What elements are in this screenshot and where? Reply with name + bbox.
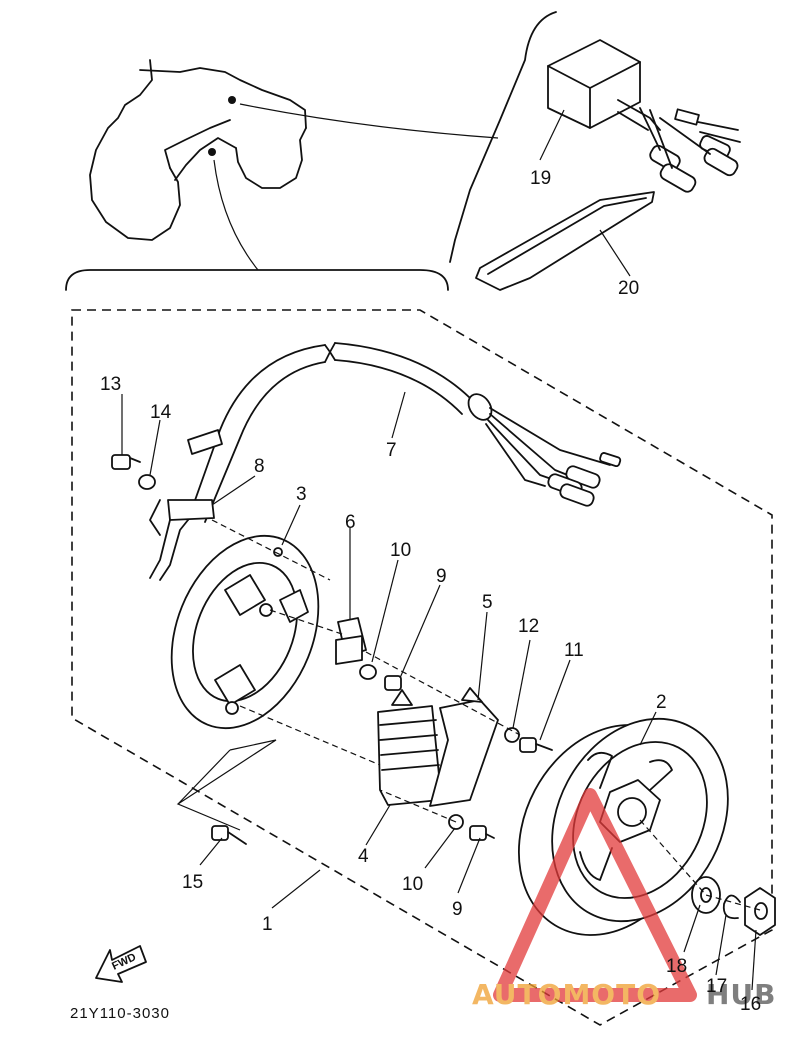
stator-plate — [170, 534, 320, 730]
callout-20: 20 — [618, 278, 639, 299]
callout-2: 2 — [656, 692, 667, 713]
callout-8: 8 — [254, 456, 265, 477]
screw-13 — [111, 454, 141, 470]
nut-16 — [744, 887, 776, 936]
callout-6: 6 — [345, 512, 356, 533]
locator-leader-magneto — [213, 159, 259, 271]
callout-leaders — [121, 109, 757, 991]
callout-1: 1 — [262, 914, 273, 935]
group-bracket — [65, 269, 449, 291]
washer-10a — [359, 664, 377, 680]
callout-labels: 1 2 3 4 5 6 7 8 9 9 10 10 11 12 13 14 15… — [100, 168, 761, 1015]
source-coil — [377, 689, 441, 806]
wire-harness — [149, 342, 622, 581]
callout-12: 12 — [518, 616, 539, 637]
callout-14: 14 — [150, 402, 172, 423]
callout-9b: 9 — [452, 899, 463, 920]
cdi-unit — [547, 39, 741, 193]
drawing-code: 21Y110-3030 — [70, 1005, 170, 1022]
callout-9a: 9 — [436, 566, 447, 587]
mounting-strap — [475, 191, 655, 291]
watermark-text-a: AUTOMOTO — [472, 978, 661, 1011]
screw-15 — [211, 825, 247, 845]
coil-bracket — [429, 687, 499, 807]
watermark-text-b: HUB — [706, 978, 777, 1011]
callout-11: 11 — [564, 640, 584, 661]
screw-9b — [469, 825, 495, 841]
callout-16: 16 — [740, 994, 761, 1015]
callout-5: 5 — [482, 592, 493, 613]
motorcycle-silhouette — [89, 59, 307, 241]
fwd-arrow-icon: FWD — [95, 945, 147, 983]
washer-14 — [138, 474, 156, 490]
inset-frame — [449, 11, 557, 263]
callout-17: 17 — [706, 976, 727, 997]
callout-7: 7 — [386, 440, 397, 461]
callout-15: 15 — [182, 872, 203, 893]
assembly-boundary — [71, 309, 773, 1026]
callout-4: 4 — [358, 846, 369, 867]
watermark: AUTOMOTO HUB — [472, 788, 777, 1011]
clamp — [167, 499, 215, 521]
callout-18: 18 — [666, 956, 687, 977]
washer-18 — [691, 876, 721, 914]
screw-11 — [519, 737, 553, 753]
callout-19: 19 — [530, 168, 551, 189]
screw-9a — [384, 675, 402, 691]
callout-13: 13 — [100, 374, 121, 395]
callout-10a: 10 — [390, 540, 411, 561]
callout-10b: 10 — [402, 874, 423, 895]
callout-3: 3 — [296, 484, 307, 505]
pickup-coil — [335, 617, 367, 665]
lockwasher-17 — [722, 894, 741, 920]
locator-leader-cdi — [239, 103, 499, 139]
axis-lines — [211, 519, 761, 911]
